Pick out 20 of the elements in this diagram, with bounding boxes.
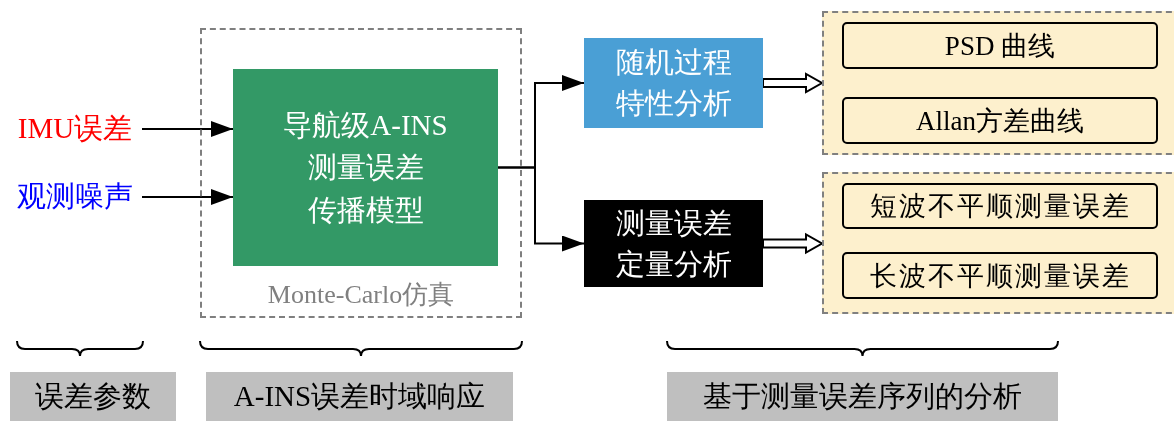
model-box: 导航级A-INS测量误差传播模型 [233,69,498,266]
analysis-box: 随机过程特性分析 [584,38,763,128]
input-label: IMU误差 [8,110,142,148]
input-label: 观测噪声 [8,178,142,216]
stage-band: A-INS误差时域响应 [206,372,513,421]
stage-band: 基于测量误差序列的分析 [667,372,1058,421]
analysis-box: 测量误差定量分析 [584,200,763,287]
arrow [141,121,234,137]
stage-band: 误差参数 [10,372,176,421]
hollow-arrow [762,72,825,94]
hollow-arrow [762,232,825,255]
frame-caption: Monte-Carlo仿真 [267,279,455,311]
result-box: Allan方差曲线 [842,97,1158,144]
arrow [497,166,585,252]
group-panel [822,11,1174,155]
result-box: 短波不平顺测量误差 [842,183,1158,229]
result-box: PSD 曲线 [842,22,1158,69]
group-panel [822,172,1174,314]
dashed-frame [200,28,522,318]
result-box: 长波不平顺测量误差 [842,252,1158,299]
